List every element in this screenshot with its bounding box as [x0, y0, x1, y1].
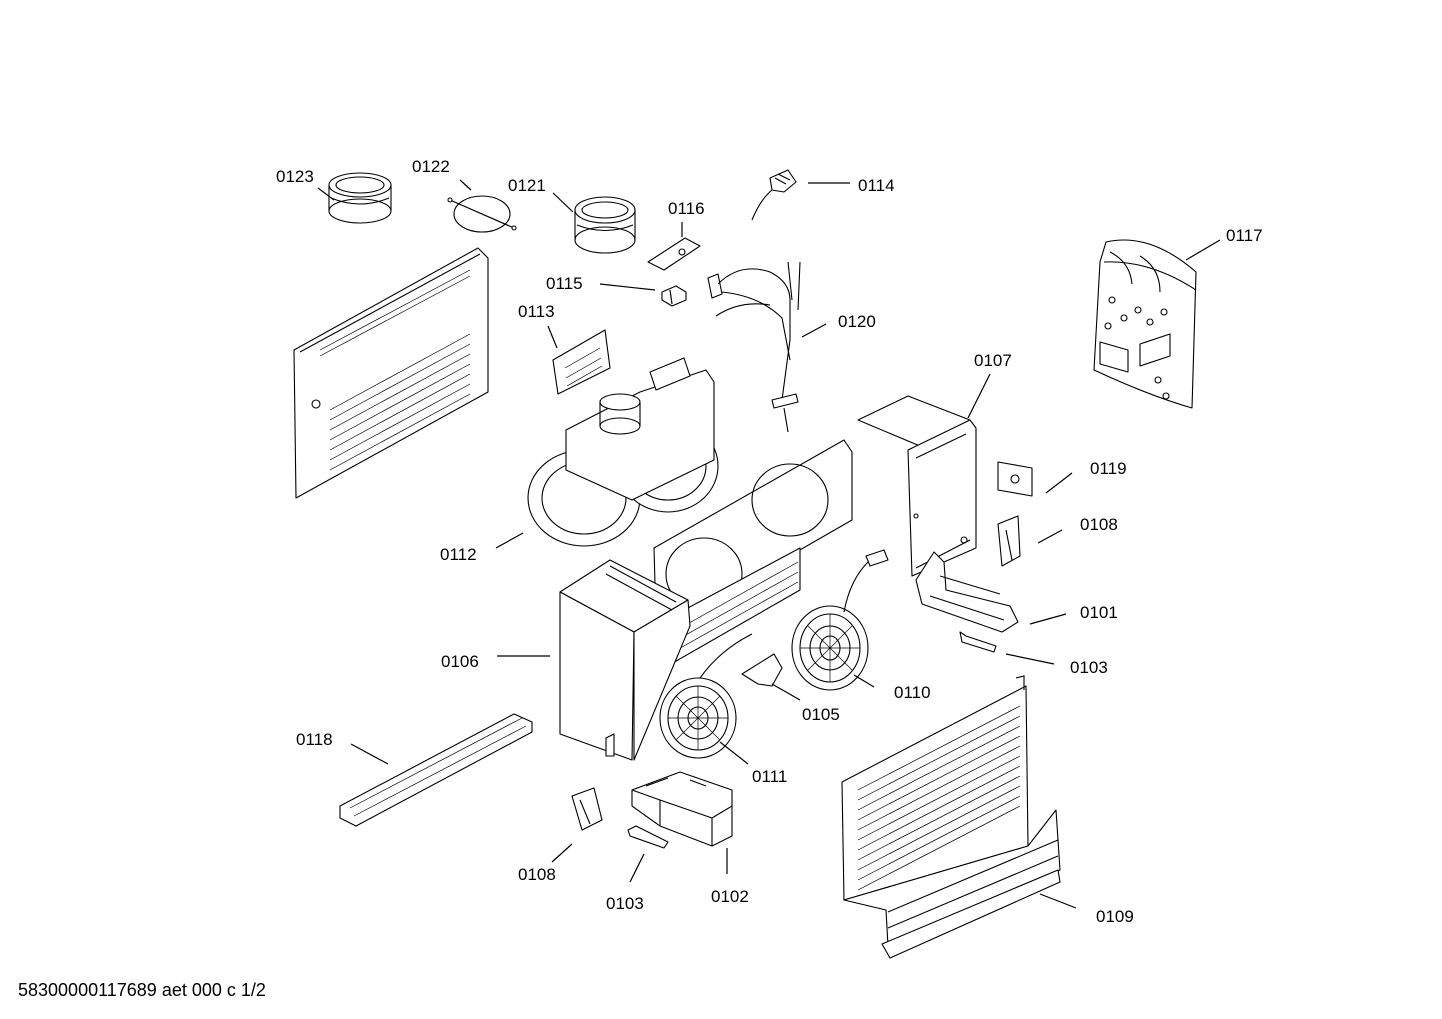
part-0110-fan-wheel [791, 549, 889, 691]
part-0101-motor-bracket [915, 551, 1019, 633]
label-0111: 0111 [752, 767, 787, 786]
part-0109-grille-frame [841, 675, 1061, 959]
part-0115-switch [661, 285, 687, 307]
part-0120-wiring-harness [707, 261, 801, 433]
part-0103-bracket-left [627, 825, 669, 849]
part-0117-front-panel [1093, 239, 1197, 409]
label-0113: 0113 [518, 302, 555, 321]
label-0108-left: 0108 [518, 865, 556, 884]
label-0119: 0119 [1090, 459, 1127, 478]
part-0111-fan-wheel [659, 633, 753, 759]
part-0114-power-plug [751, 169, 797, 221]
part-0103-bracket-right [959, 631, 997, 653]
label-0109: 0109 [1096, 907, 1134, 926]
part-0123-collar-ring [328, 172, 392, 224]
part-0107-bracket-panel [857, 395, 977, 577]
label-0107: 0107 [974, 351, 1012, 370]
label-0114: 0114 [858, 176, 895, 195]
label-0108-right: 0108 [1080, 515, 1118, 534]
label-0115: 0115 [546, 274, 583, 293]
label-0106: 0106 [441, 652, 479, 671]
label-0103-left: 0103 [606, 894, 644, 913]
part-0105-clip [741, 653, 783, 687]
leader-lines [317, 179, 1221, 909]
part-0119-clip-plate [997, 461, 1033, 497]
part-labels: 0123 0122 0121 0116 0114 0115 0113 0117 … [276, 157, 1263, 926]
label-0116: 0116 [668, 199, 705, 218]
label-0118: 0118 [296, 730, 333, 749]
part-0106-housing-box [559, 559, 691, 761]
document-id: 58300000117689 aet 000 c 1/2 [18, 980, 266, 1000]
part-0108-clip-left [571, 787, 603, 831]
part-0113-circuit-board [552, 329, 611, 395]
part-0122-damper-flap [447, 195, 517, 233]
part-0102-motor-block [631, 771, 733, 847]
part-0116-bracket [647, 237, 701, 271]
label-0102: 0102 [711, 887, 749, 906]
label-0121: 0121 [508, 176, 546, 195]
part-0112-fan-housing [527, 357, 719, 547]
label-0123: 0123 [276, 167, 314, 186]
part-0121-outlet-ring [574, 196, 636, 254]
part-0118-rail [339, 713, 533, 827]
label-0105: 0105 [802, 705, 840, 724]
label-0103-right: 0103 [1070, 658, 1108, 677]
label-0120: 0120 [838, 312, 876, 331]
label-0110: 0110 [894, 683, 931, 702]
part-0108-clip-right [997, 515, 1021, 567]
side-panel-left [293, 247, 489, 499]
label-0112: 0112 [440, 545, 477, 564]
label-0101: 0101 [1080, 603, 1118, 622]
label-0117: 0117 [1226, 226, 1263, 245]
label-0122: 0122 [412, 157, 450, 176]
